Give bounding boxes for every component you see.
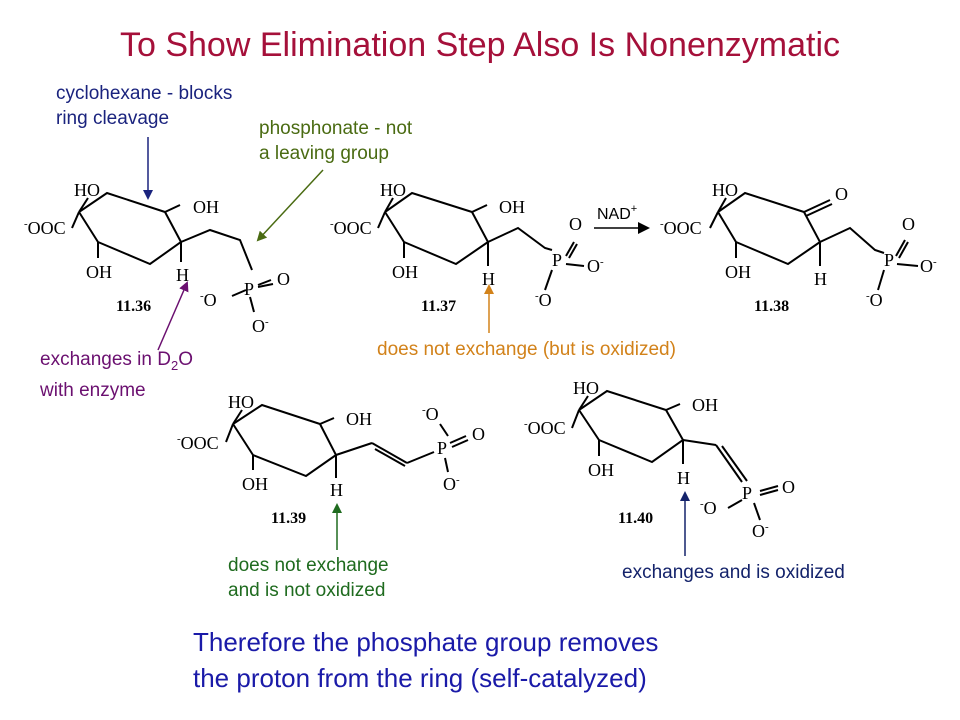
ring-11-37: [377, 191, 585, 291]
svg-text:-O: -O: [535, 290, 552, 310]
cyclohexane-note-line1: cyclohexane - blocks: [56, 83, 233, 104]
exchanges-d2o-note: exchanges in D2O with enzyme: [40, 347, 193, 403]
svg-text:O-: O-: [752, 521, 769, 541]
ring-11-39: [225, 403, 469, 478]
exchanges-oxidized-note: exchanges and is oxidized: [622, 562, 845, 583]
not-exchange-oxidized-note: does not exchange (but is oxidized): [377, 339, 676, 360]
exchanges-d2o-arrow: [157, 281, 189, 351]
svg-text:O: O: [472, 424, 485, 444]
svg-text:O: O: [902, 214, 915, 234]
cyclohexane-note-line2: ring cleavage: [56, 108, 170, 129]
svg-text:-O: -O: [422, 404, 439, 424]
svg-text:HO: HO: [380, 180, 406, 200]
compound-label-11-37: 11.37: [421, 298, 456, 315]
svg-text:-OOC: -OOC: [24, 218, 66, 238]
svg-text:-OOC: -OOC: [330, 218, 372, 238]
svg-text:OH: OH: [392, 262, 418, 282]
compound-label-11-40: 11.40: [618, 510, 653, 527]
atom-oh-lower: OH: [86, 262, 112, 282]
exchanges-d2o-line1: exchanges in D2O: [40, 349, 193, 373]
svg-text:OH: OH: [499, 197, 525, 217]
svg-text:P: P: [884, 250, 894, 270]
conclusion-line2: the proton from the ring (self-catalyzed…: [193, 663, 647, 693]
svg-text:O-: O-: [252, 316, 269, 336]
ring-11-38: [709, 191, 919, 291]
not-exchange-line1: does not exchange: [228, 555, 389, 576]
phosphonate-note-line2: a leaving group: [259, 143, 389, 164]
svg-text:OH: OH: [725, 262, 751, 282]
nad-label: NAD+: [597, 203, 637, 223]
svg-text:-O: -O: [866, 290, 883, 310]
svg-text:HO: HO: [228, 392, 254, 412]
svg-text:H: H: [330, 480, 343, 500]
svg-text:O-: O-: [587, 256, 604, 276]
molecule-11-40: HO OH -OOC OH H P O -O O- 11.40: [524, 378, 795, 541]
svg-text:-O: -O: [700, 498, 717, 518]
phosphonate-note: phosphonate - not a leaving group: [259, 116, 412, 166]
svg-text:O: O: [782, 477, 795, 497]
ring-11-36: [71, 191, 274, 313]
molecule-11-36: HO OH -OOC OH H P O -O O- 11.36: [24, 180, 290, 336]
svg-text:HO: HO: [573, 378, 599, 398]
svg-text:OH: OH: [242, 474, 268, 494]
svg-text:-OOC: -OOC: [524, 418, 566, 438]
not-exchange-not-oxidized-note: does not exchange and is not oxidized: [228, 553, 389, 603]
nad-reaction-arrow: NAD+: [594, 203, 650, 234]
not-exchange-line2: and is not oxidized: [228, 580, 386, 601]
conclusion-line1: Therefore the phosphate group removes: [193, 627, 659, 657]
svg-text:O: O: [569, 214, 582, 234]
atom-ho: HO: [74, 180, 100, 200]
svg-text:OH: OH: [692, 395, 718, 415]
molecule-11-38: HO O -OOC OH H P O O- -O 11.38: [660, 180, 937, 315]
ring-11-40: [571, 389, 779, 521]
svg-text:H: H: [814, 269, 827, 289]
svg-text:HO: HO: [712, 180, 738, 200]
atom-p: P: [244, 279, 254, 299]
compound-label-11-39: 11.39: [271, 510, 306, 527]
svg-text:OH: OH: [588, 460, 614, 480]
phosphonate-arrow: [256, 169, 324, 242]
compound-label-11-38: 11.38: [754, 298, 789, 315]
svg-text:-OOC: -OOC: [177, 433, 219, 453]
atom-h: H: [176, 265, 189, 285]
svg-text:O: O: [835, 184, 848, 204]
svg-text:-OOC: -OOC: [660, 218, 702, 238]
svg-text:O-: O-: [920, 256, 937, 276]
svg-text:P: P: [742, 483, 752, 503]
svg-text:H: H: [677, 468, 690, 488]
phosphonate-note-line1: phosphonate - not: [259, 118, 413, 139]
molecule-11-39: HO OH -OOC OH H P -O O O- 11.39: [177, 392, 485, 527]
page-title: To Show Elimination Step Also Is Nonenzy…: [119, 26, 840, 64]
cyclohexane-note: cyclohexane - blocks ring cleavage: [56, 81, 232, 131]
svg-text:O-: O-: [443, 474, 460, 494]
svg-text:P: P: [437, 438, 447, 458]
svg-text:-O: -O: [200, 290, 217, 310]
compound-label-11-36: 11.36: [116, 298, 151, 315]
svg-text:OH: OH: [346, 409, 372, 429]
atom-oh: OH: [193, 197, 219, 217]
exchanges-d2o-line2: with enzyme: [40, 379, 146, 401]
svg-text:P: P: [552, 250, 562, 270]
molecule-11-37: HO OH -OOC OH H P O O- -O 11.37: [330, 180, 604, 315]
svg-text:O: O: [277, 269, 290, 289]
conclusion: Therefore the phosphate group removes th…: [193, 624, 658, 696]
